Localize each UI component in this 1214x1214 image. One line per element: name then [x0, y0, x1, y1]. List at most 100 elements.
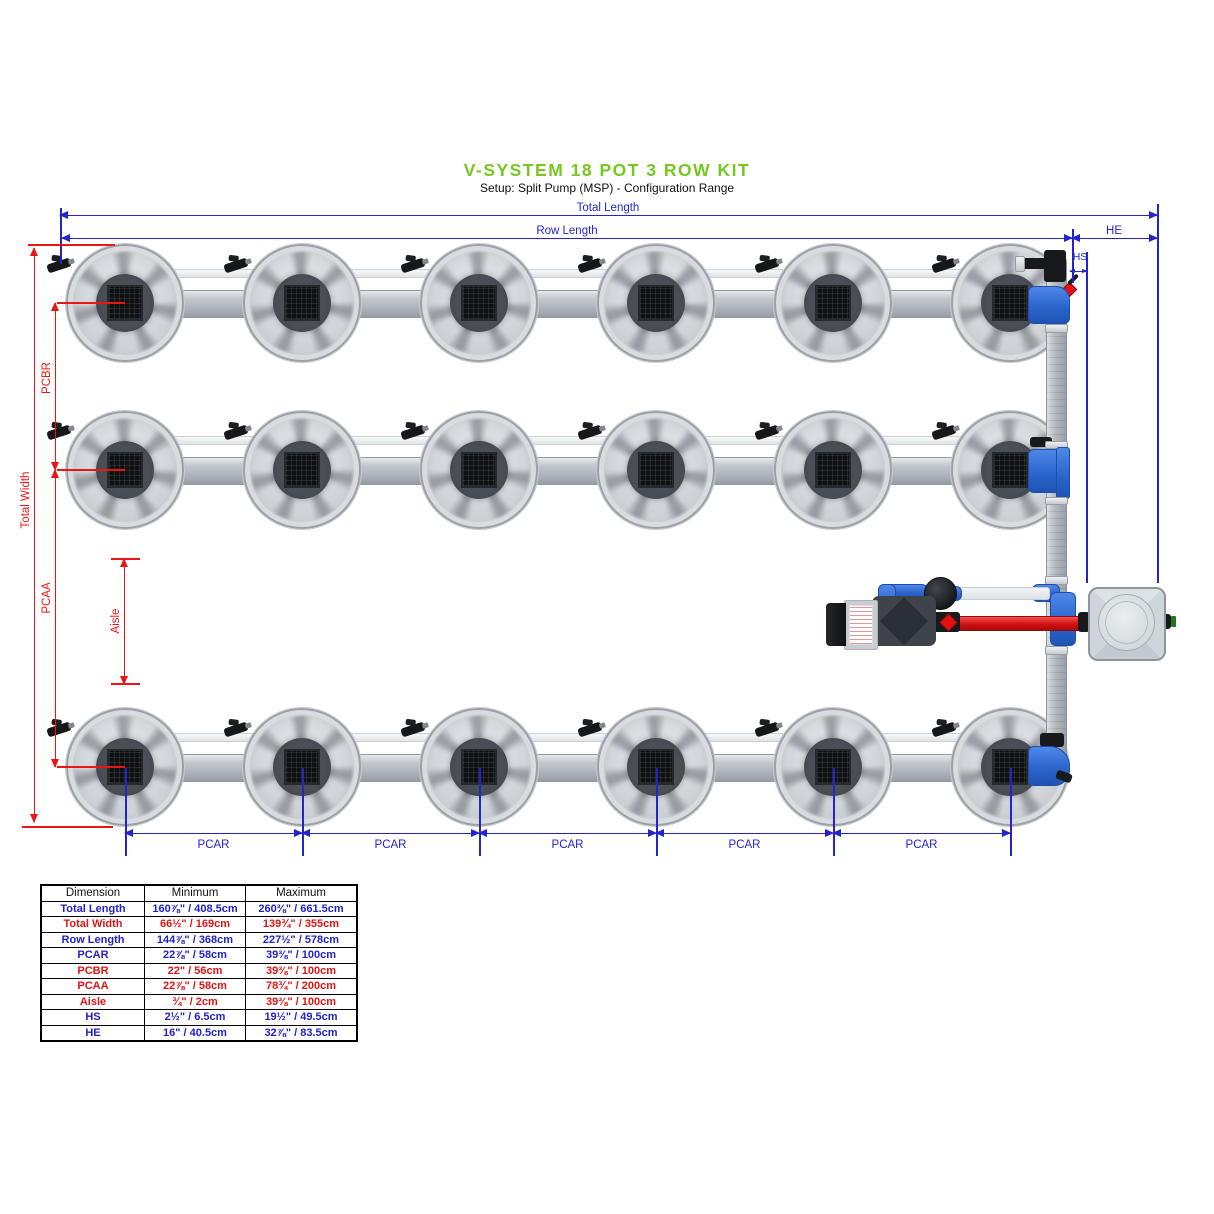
pcar-extension-line: [479, 768, 481, 856]
pot-drip-valve: [46, 257, 72, 274]
minimum-cell: 2½" / 6.5cm: [144, 1009, 246, 1026]
pump-motor: [826, 603, 846, 646]
pcaa-label: PCAA: [41, 582, 53, 614]
extension-line: [1157, 204, 1159, 583]
pot-basket: [284, 452, 320, 488]
row1-center-leader: [57, 302, 125, 304]
pcar-label: PCAR: [374, 839, 407, 851]
total-length-label: Total Length: [576, 202, 640, 214]
maximum-cell: 227½" / 578cm: [245, 931, 358, 948]
row3-tee: [1040, 733, 1064, 747]
pipe-coupler: [1045, 324, 1068, 333]
pcar-extension-line: [302, 768, 304, 856]
minimum-cell: 22" / 56cm: [144, 962, 246, 979]
row-length-arrow: [61, 234, 1073, 243]
pcar-extension-line: [833, 768, 835, 856]
dimension-cell: Row Length: [40, 931, 145, 948]
maximum-cell: 39⅜" / 100cm: [245, 962, 358, 979]
dimension-cell: PCBR: [40, 962, 145, 979]
grow-pot: [597, 244, 715, 362]
dimension-cell: HS: [40, 1009, 145, 1026]
pump-outlet-pipe: [952, 587, 1050, 600]
pcar-label: PCAR: [197, 839, 230, 851]
grow-pot: [66, 244, 184, 362]
pcaa-arrow: [51, 469, 60, 768]
minimum-cell: 22⅞" / 58cm: [144, 947, 246, 964]
pot-basket: [815, 452, 851, 488]
maximum-cell: 39⅜" / 100cm: [245, 993, 358, 1010]
page-title: V-SYSTEM 18 POT 3 ROW KIT: [463, 160, 751, 180]
hs-label: HS: [1072, 251, 1088, 263]
extension-line: [60, 208, 62, 264]
row2-center-leader: [57, 469, 125, 471]
maximum-cell: 32⅞" / 83.5cm: [245, 1024, 358, 1042]
total-width-label: Total Width: [20, 471, 32, 529]
pcar-label: PCAR: [905, 839, 938, 851]
dimension-cell: Total Length: [40, 900, 145, 917]
pcar-label: PCAR: [728, 839, 761, 851]
table-header-cell: Maximum: [245, 884, 358, 902]
pcar-arrow: [832, 829, 1011, 838]
aisle-tick: [111, 558, 140, 560]
pcar-arrow: [301, 829, 480, 838]
pcar-arrow: [478, 829, 657, 838]
row2-valve: [1030, 437, 1052, 447]
dimension-cell: PCAR: [40, 947, 145, 964]
row-length-label: Row Length: [536, 225, 598, 237]
maximum-cell: 139¾" / 355cm: [245, 916, 358, 933]
pcar-extension-line: [125, 768, 127, 856]
maximum-cell: 39⅜" / 100cm: [245, 947, 358, 964]
row-feed-tube: [100, 733, 1050, 742]
manifold-top-cap: [1015, 256, 1025, 272]
minimum-cell: 16" / 40.5cm: [144, 1024, 246, 1042]
pcbr-arrow: [51, 302, 60, 471]
pot-basket: [638, 452, 674, 488]
pump-motor-label: [844, 600, 878, 650]
manifold-top-stub: [1022, 258, 1046, 269]
row-feed-tube: [100, 269, 1050, 278]
pot-basket: [107, 452, 143, 488]
pump-head: [872, 596, 936, 646]
extension-line: [28, 244, 115, 246]
pcar-label: PCAR: [551, 839, 584, 851]
pot-basket: [815, 285, 851, 321]
pot-basket: [461, 452, 497, 488]
pcbr-label: PCBR: [41, 362, 53, 394]
extension-line: [22, 826, 113, 828]
grow-pot: [420, 244, 538, 362]
pcar-extension-line: [1010, 768, 1012, 856]
row2-manifold-sleeve: [1056, 447, 1070, 499]
maximum-cell: 19½" / 49.5cm: [245, 1009, 358, 1026]
grow-pot: [774, 411, 892, 529]
row-feed-tube: [100, 436, 1050, 445]
tank-left-port: [1078, 612, 1090, 632]
dimension-cell: PCAA: [40, 978, 145, 995]
pcar-extension-line: [656, 768, 658, 856]
pipe-coupler: [1045, 646, 1068, 655]
minimum-cell: 22⅞" / 58cm: [144, 978, 246, 995]
aisle-label: Aisle: [110, 608, 122, 634]
grow-pot: [243, 411, 361, 529]
pot-basket: [992, 285, 1028, 321]
grow-pot: [951, 708, 1069, 826]
minimum-cell: 160⅞" / 408.5cm: [144, 900, 246, 917]
grow-pot: [420, 411, 538, 529]
row3-center-leader: [57, 766, 125, 768]
pot-basket: [638, 285, 674, 321]
grow-pot: [597, 411, 715, 529]
tank-right-port: [1162, 614, 1171, 629]
pipe-coupler: [1045, 497, 1068, 505]
table-header-cell: Minimum: [144, 884, 246, 902]
total-width-arrow: [30, 247, 39, 823]
maximum-cell: 260⅜" / 661.5cm: [245, 900, 358, 917]
maximum-cell: 78¾" / 200cm: [245, 978, 358, 995]
dimension-cell: HE: [40, 1024, 145, 1042]
tank-lid: [1098, 594, 1155, 651]
